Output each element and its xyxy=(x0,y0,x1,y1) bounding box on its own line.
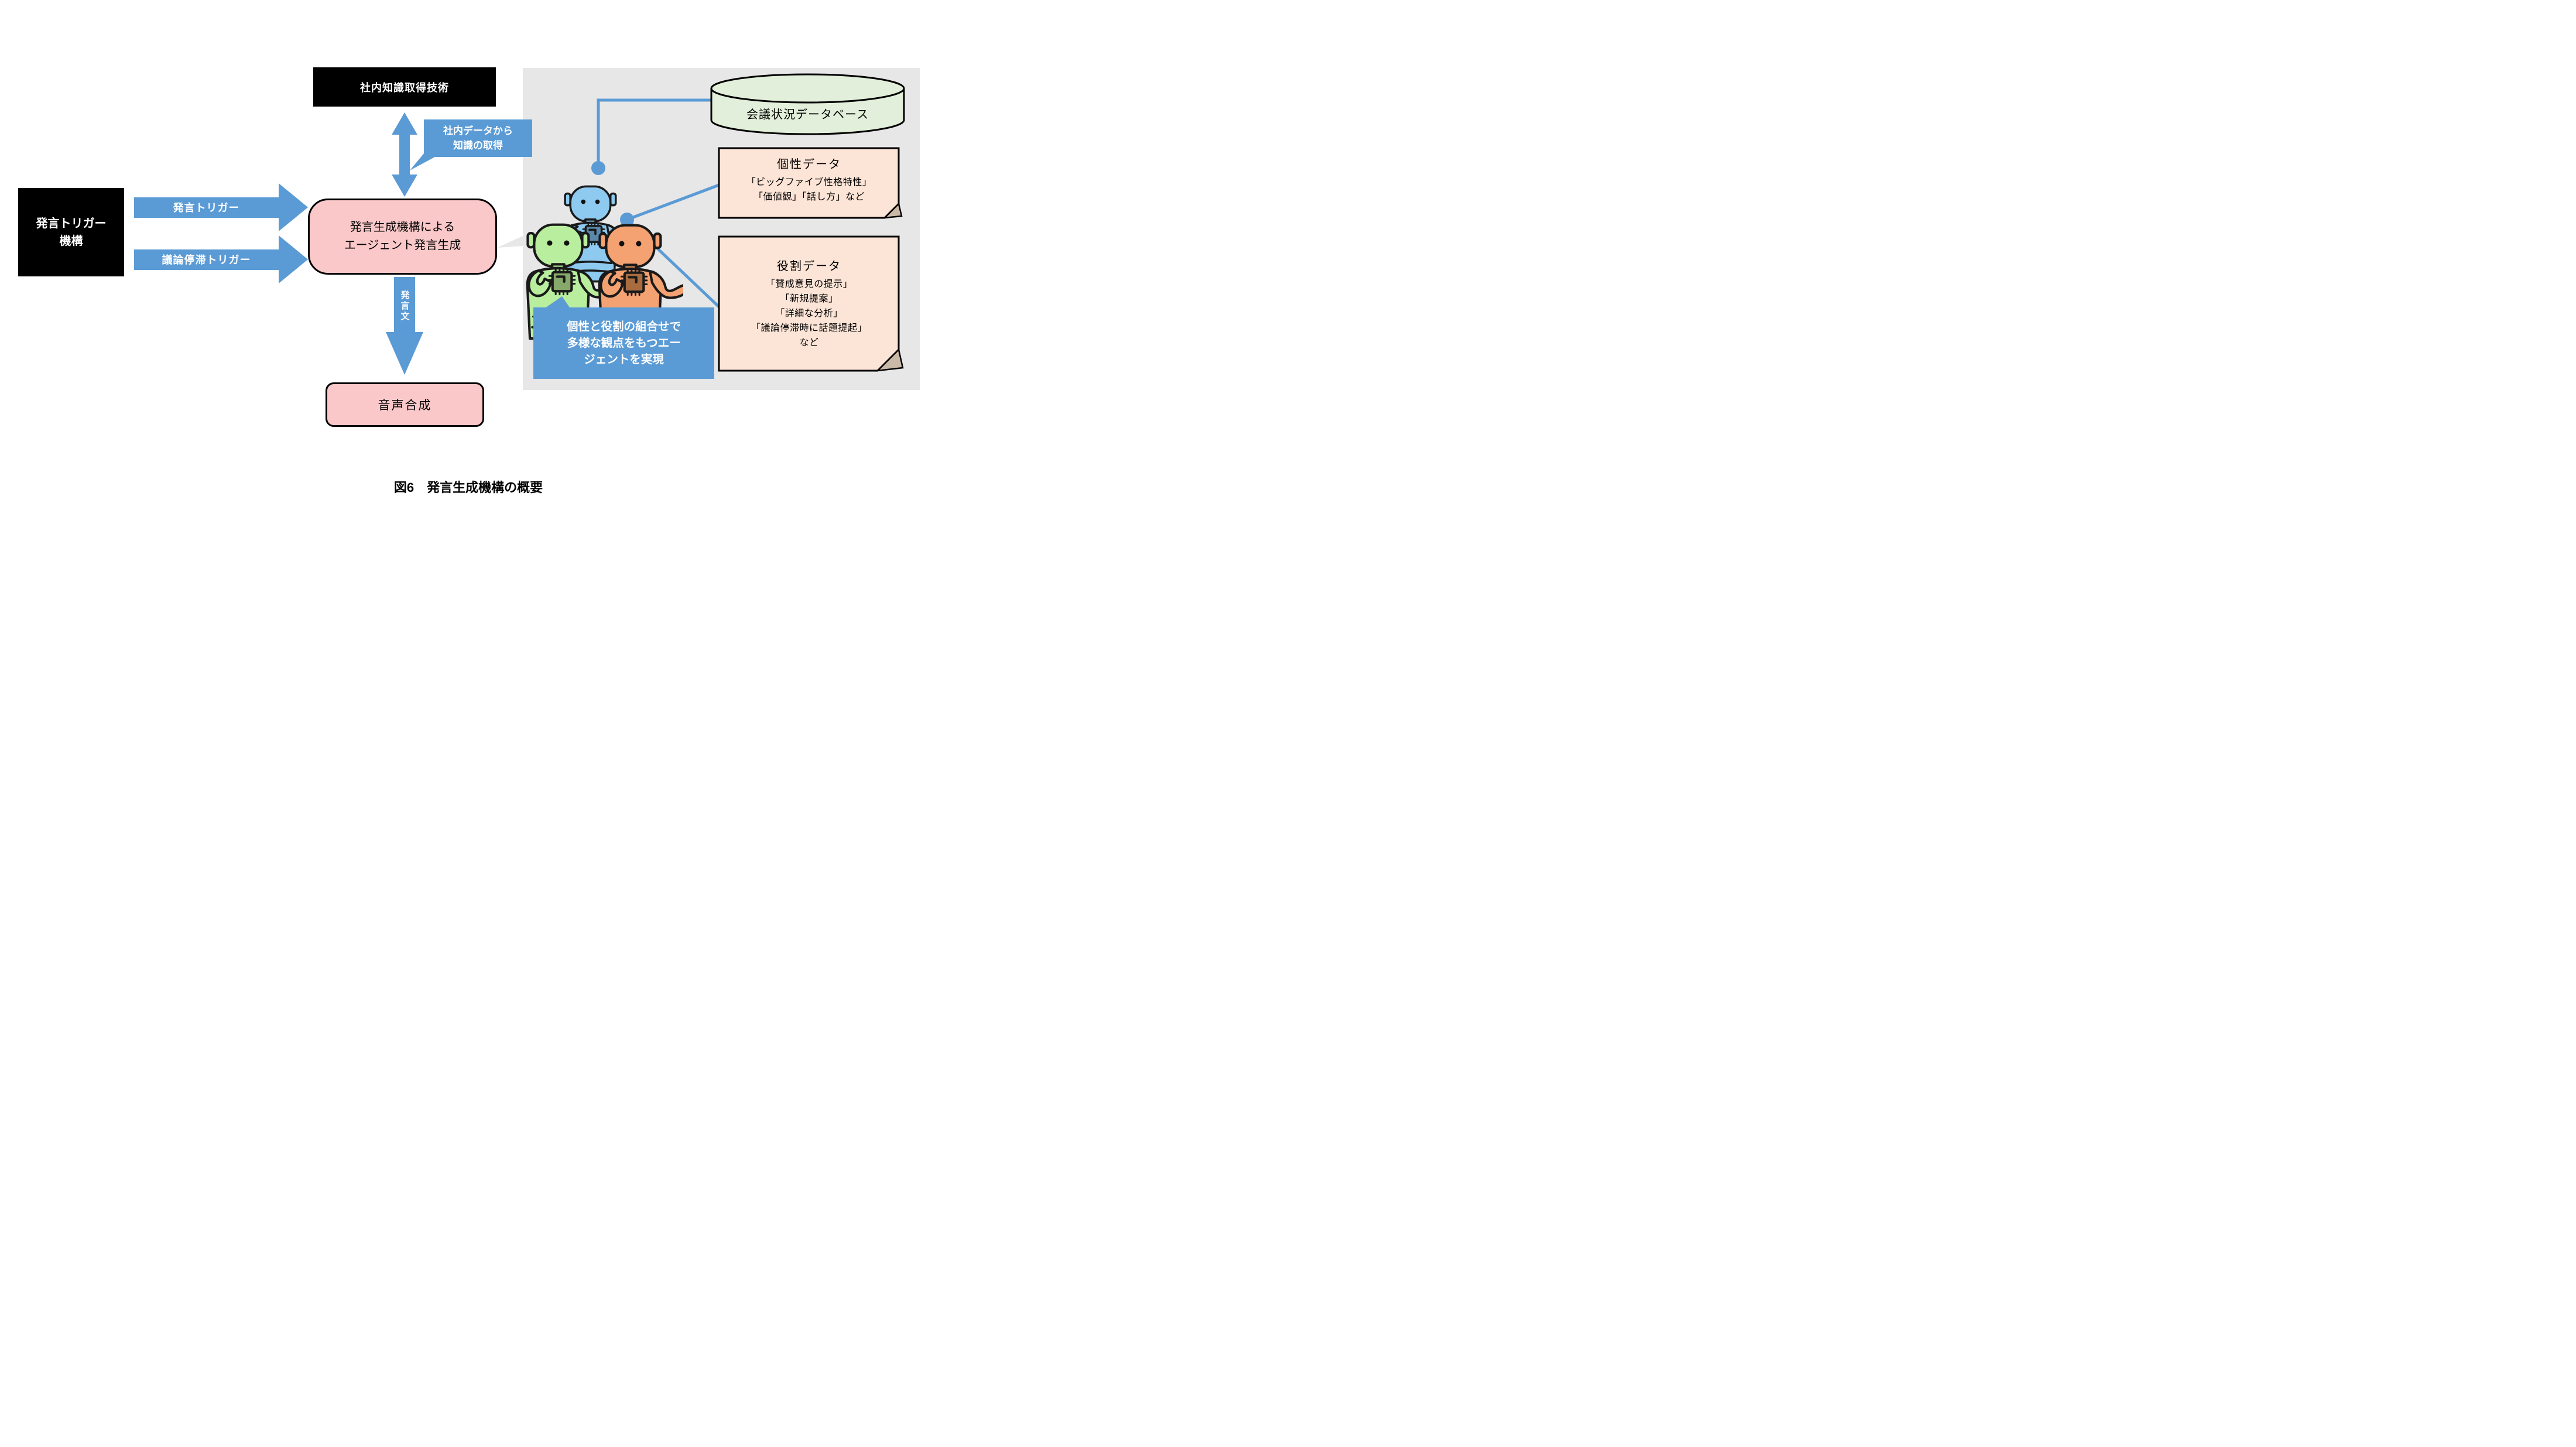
callout-agents-realized: 個性と役割の組合せで 多様な観点をもつエー ジェントを実現 xyxy=(566,320,681,366)
diagram-art xyxy=(134,73,905,379)
speech-generation-line2: エージェント発言生成 xyxy=(344,239,461,252)
note-role-title: 役割データ xyxy=(777,260,841,273)
connector-dot-agents xyxy=(620,213,634,227)
note-role: 役割データ 「賛成意見の提示」 「新規提案」 「詳細な分析」 「議論停滞時に話題… xyxy=(721,256,897,350)
note-personality-title: 個性データ xyxy=(777,158,841,171)
arrow-speech-text xyxy=(386,277,423,375)
arrow-knowledge-bidirectional xyxy=(392,112,417,197)
arrow-speech-trigger xyxy=(134,183,308,231)
trigger-mechanism-line1: 発言トリガー xyxy=(36,217,107,230)
note-personality: 個性データ 「ビッグファイブ性格特性」 「価値観」「話し方」など xyxy=(721,155,897,204)
note-personality-shape xyxy=(718,147,903,219)
speech-generation-line1: 発言生成機構による xyxy=(350,221,455,234)
callout-shape xyxy=(533,296,714,379)
label-knowledge-acquisition: 社内データから 知識の取得 xyxy=(424,119,532,157)
panel-pointer-wedge xyxy=(497,236,523,248)
arrow-label-speech-trigger: 発言トリガー xyxy=(173,201,240,214)
database-cylinder-icon xyxy=(710,73,905,135)
trigger-mechanism-line2: 機構 xyxy=(59,234,83,248)
node-internal-knowledge: 社内知識取得技術 xyxy=(313,67,496,107)
knowledge-acq-line1: 社内データから xyxy=(443,125,513,136)
node-speech-synthesis: 音声合成 xyxy=(326,382,484,427)
arrow-label-stagnation-trigger: 議論停滞トリガー xyxy=(162,254,251,266)
knowledge-acq-line2: 知識の取得 xyxy=(453,140,503,151)
connector-db-to-agent xyxy=(597,98,711,168)
node-speech-generation: 発言生成機構による エージェント発言生成 xyxy=(308,199,497,275)
node-trigger-mechanism: 発言トリガー 機構 xyxy=(18,188,124,276)
figure-caption: 図6 発言生成機構の概要 xyxy=(393,480,543,495)
database-label: 会議状況データベース xyxy=(746,108,869,121)
connector-dot-db xyxy=(591,161,605,175)
arrow-label-speech-text: 発言文 xyxy=(399,290,410,322)
note-role-shape xyxy=(718,235,904,372)
knowledge-label-tail xyxy=(410,153,441,170)
node-internal-knowledge-label: 社内知識取得技術 xyxy=(360,81,449,94)
arrow-stagnation-trigger xyxy=(134,235,308,283)
figure-canvas: 社内知識取得技術 発言トリガー 機構 発言トリガー 議論停滞トリガー 社内データ… xyxy=(0,0,937,526)
